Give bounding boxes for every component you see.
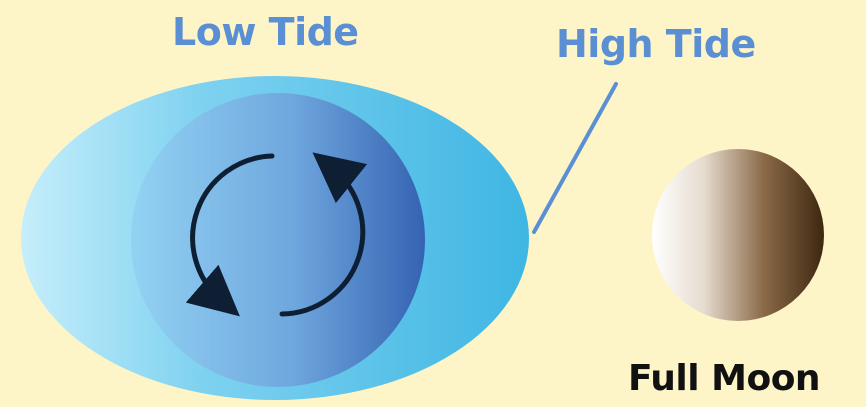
full-moon-label: Full Moon [628, 358, 821, 399]
low-tide-label: Low Tide [172, 10, 359, 54]
high-tide-pointer-line [532, 82, 618, 234]
rotation-arrows-icon [185, 152, 368, 317]
earth [131, 93, 425, 387]
high-tide-label: High Tide [556, 22, 756, 66]
moon [652, 149, 824, 321]
